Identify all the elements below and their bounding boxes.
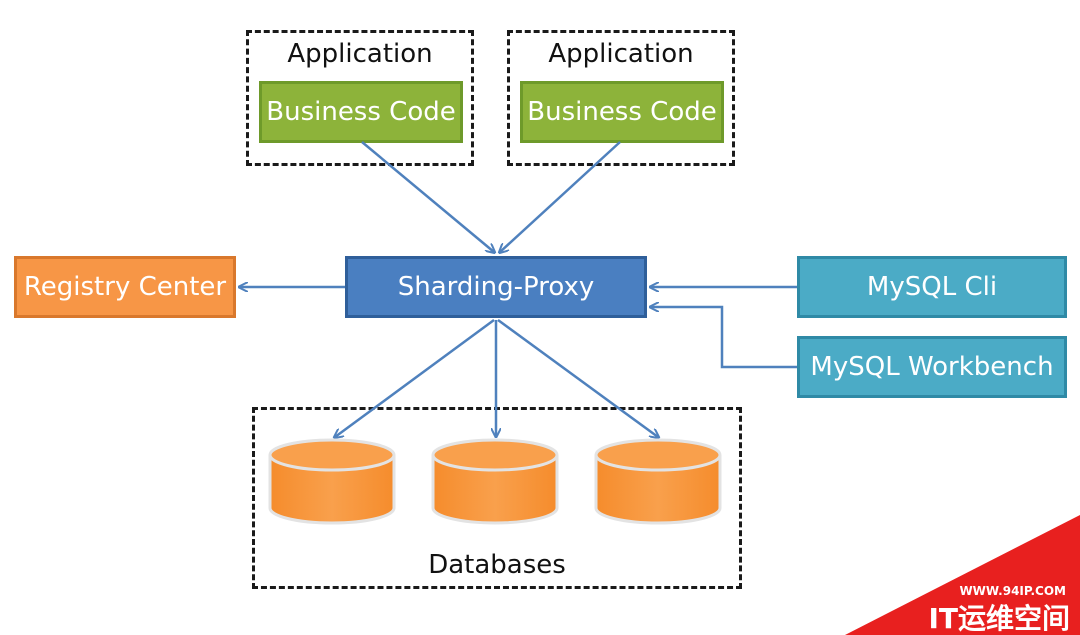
application-container-2: Application Business Code (507, 30, 735, 166)
registry-center-box: Registry Center (14, 256, 236, 318)
database-icon (594, 438, 722, 525)
business-code-box: Business Code (520, 81, 724, 143)
application-label: Application (287, 39, 433, 69)
database-icon (431, 438, 559, 525)
arrow-app1-to-proxy (361, 141, 494, 252)
application-container-1: Application Business Code (246, 30, 474, 166)
database-icon (268, 438, 396, 525)
sharding-proxy-box: Sharding-Proxy (345, 256, 647, 318)
databases-label: Databases (428, 550, 566, 580)
watermark-brand: IT运维空间 (928, 602, 1070, 635)
arrow-workbench-to-proxy (651, 307, 797, 369)
application-label: Application (548, 39, 694, 69)
mysql-workbench-box: MySQL Workbench (797, 336, 1067, 398)
arrow-app2-to-proxy (500, 141, 621, 252)
arrow-proxy-to-db3 (497, 318, 658, 437)
business-code-box: Business Code (259, 81, 463, 143)
arrow-proxy-to-db1 (335, 318, 495, 437)
watermark-url: WWW.94IP.COM (959, 584, 1066, 598)
watermark-triangle (845, 515, 1080, 635)
mysql-cli-box: MySQL Cli (797, 256, 1067, 318)
